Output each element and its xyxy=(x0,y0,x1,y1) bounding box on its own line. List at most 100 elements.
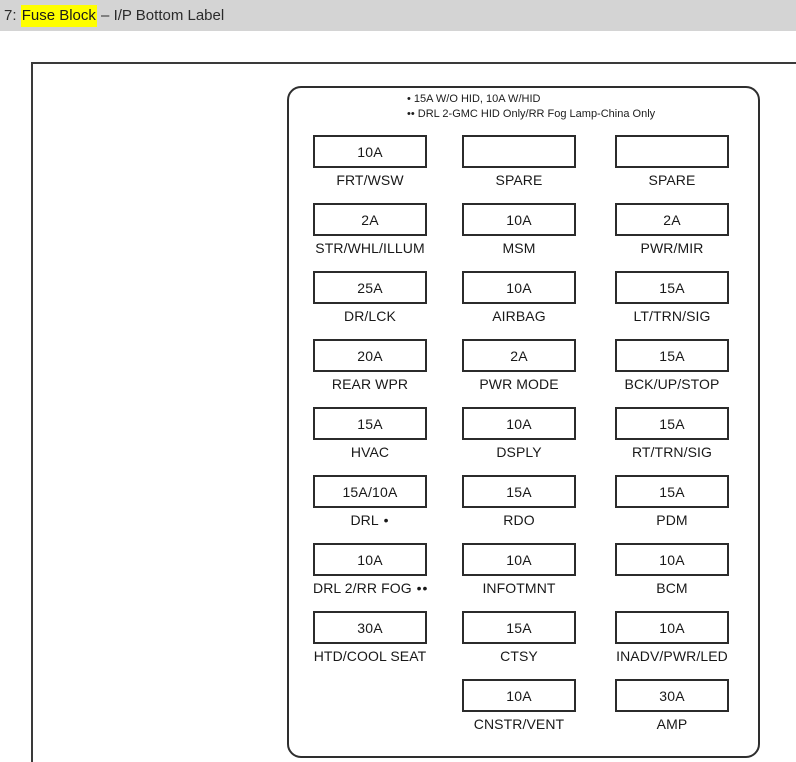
fuse-cell: 10A INADV/PWR/LED xyxy=(615,611,729,664)
fuse-circuit-name: CNSTR/VENT xyxy=(473,716,565,732)
fuse-rating-box[interactable]: 15A xyxy=(615,271,729,304)
fuse-circuit-label: PDM xyxy=(615,512,729,528)
fuse-circuit-name: SPARE xyxy=(648,172,696,188)
fuse-rating-box[interactable]: 10A xyxy=(462,543,576,576)
title-highlighted-term: Fuse Block xyxy=(20,5,97,27)
fuse-rating-box[interactable]: 10A xyxy=(462,679,576,712)
fuse-rating-box[interactable]: 15A xyxy=(615,407,729,440)
fuse-cell: 10A DSPLY xyxy=(462,407,576,460)
fuse-cell: 2A PWR/MIR xyxy=(615,203,729,256)
fuse-circuit-name: DSPLY xyxy=(496,444,542,460)
fuse-rating-box[interactable]: 25A xyxy=(313,271,427,304)
fuse-circuit-name: RDO xyxy=(503,512,535,528)
page-title: 7: Fuse Block – I/P Bottom Label xyxy=(4,5,224,27)
fuse-cell: 30A AMP xyxy=(615,679,729,732)
fuse-circuit-name: RT/TRN/SIG xyxy=(631,444,713,460)
fuse-rating-box[interactable]: 10A xyxy=(313,543,427,576)
fuse-circuit-label: SPARE xyxy=(462,172,576,188)
fuse-rating-box[interactable]: 2A xyxy=(615,203,729,236)
header-bar: 7: Fuse Block – I/P Bottom Label xyxy=(0,0,796,31)
fuse-cell: SPARE xyxy=(462,135,576,188)
fuse-rating-box[interactable]: 2A xyxy=(462,339,576,372)
fuse-circuit-name: DRL xyxy=(350,512,379,528)
fuse-cell: 15A PDM xyxy=(615,475,729,528)
title-prefix: 7: xyxy=(4,7,21,24)
fuse-circuit-label: RT/TRN/SIG xyxy=(615,444,729,460)
fuse-circuit-name: SPARE xyxy=(495,172,543,188)
fuse-circuit-name: FRT/WSW xyxy=(336,172,404,188)
fuse-rating-box[interactable]: 20A xyxy=(313,339,427,372)
fuse-footnote-marker: •• xyxy=(411,580,429,596)
fuse-cell: 30A HTD/COOL SEAT xyxy=(313,611,427,664)
fuse-circuit-name: HVAC xyxy=(350,444,390,460)
fuse-circuit-label: HTD/COOL SEAT xyxy=(313,648,427,664)
fuse-circuit-name: INFOTMNT xyxy=(482,580,556,596)
fuse-cell: 2A PWR MODE xyxy=(462,339,576,392)
fuse-rating-box[interactable]: 10A xyxy=(313,135,427,168)
fuse-circuit-label: MSM xyxy=(462,240,576,256)
fuse-rating-box[interactable]: 30A xyxy=(615,679,729,712)
fuse-circuit-name: MSM xyxy=(502,240,536,256)
fuse-circuit-label: BCK/UP/STOP xyxy=(615,376,729,392)
legend-footnotes: • 15A W/O HID, 10A W/HID •• DRL 2-GMC HI… xyxy=(407,92,655,122)
fuse-cell: 10A BCM xyxy=(615,543,729,596)
fuse-circuit-name: REAR WPR xyxy=(331,376,409,392)
fuse-circuit-name: CTSY xyxy=(500,648,538,664)
legend-line-1: • 15A W/O HID, 10A W/HID xyxy=(407,93,541,105)
fuse-cell: 15A BCK/UP/STOP xyxy=(615,339,729,392)
fuse-rating-box[interactable]: 2A xyxy=(313,203,427,236)
fuse-rating-box[interactable] xyxy=(615,135,729,168)
fuse-circuit-label: STR/WHL/ILLUM xyxy=(313,240,427,256)
fuse-circuit-name: PDM xyxy=(656,512,688,528)
fuse-circuit-name: AIRBAG xyxy=(492,308,546,324)
fuse-cell: 15A RT/TRN/SIG xyxy=(615,407,729,460)
fuse-circuit-label: CNSTR/VENT xyxy=(462,716,576,732)
fuse-circuit-label: AIRBAG xyxy=(462,308,576,324)
fuse-cell: 15A RDO xyxy=(462,475,576,528)
fuse-circuit-name: BCK/UP/STOP xyxy=(624,376,720,392)
fuse-block-panel: • 15A W/O HID, 10A W/HID •• DRL 2-GMC HI… xyxy=(287,86,760,758)
fuse-rating-box[interactable] xyxy=(462,135,576,168)
fuse-rating-box[interactable]: 15A xyxy=(462,475,576,508)
fuse-rating-box[interactable]: 15A xyxy=(313,407,427,440)
fuse-rating-box[interactable]: 15A xyxy=(615,339,729,372)
fuse-cell: 10A CNSTR/VENT xyxy=(462,679,576,732)
fuse-rating-box[interactable]: 10A xyxy=(462,271,576,304)
fuse-cell: 25A DR/LCK xyxy=(313,271,427,324)
fuse-rating-box[interactable]: 10A xyxy=(615,543,729,576)
fuse-circuit-name: PWR MODE xyxy=(479,376,559,392)
fuse-circuit-label: FRT/WSW xyxy=(313,172,427,188)
fuse-rating-box[interactable]: 15A xyxy=(462,611,576,644)
fuse-circuit-label: INADV/PWR/LED xyxy=(615,648,729,664)
fuse-rating-box[interactable]: 10A xyxy=(462,407,576,440)
fuse-rating-box[interactable]: 10A xyxy=(615,611,729,644)
fuse-rating-box[interactable]: 15A xyxy=(615,475,729,508)
fuse-circuit-label: AMP xyxy=(615,716,729,732)
fuse-circuit-name: BCM xyxy=(656,580,688,596)
fuse-circuit-name: INADV/PWR/LED xyxy=(616,648,728,664)
fuse-cell: 15A LT/TRN/SIG xyxy=(615,271,729,324)
fuse-rating-box[interactable]: 15A/10A xyxy=(313,475,427,508)
fuse-circuit-label: PWR MODE xyxy=(462,376,576,392)
fuse-circuit-label: LT/TRN/SIG xyxy=(615,308,729,324)
fuse-circuit-label: DRL 2/RR FOG •• xyxy=(313,580,427,596)
fuse-circuit-name: HTD/COOL SEAT xyxy=(313,648,427,664)
fuse-circuit-name: STR/WHL/ILLUM xyxy=(315,240,425,256)
fuse-cell: 10A FRT/WSW xyxy=(313,135,427,188)
fuse-circuit-name: LT/TRN/SIG xyxy=(633,308,711,324)
fuse-circuit-name: PWR/MIR xyxy=(640,240,704,256)
fuse-cell: 10A DRL 2/RR FOG •• xyxy=(313,543,427,596)
fuse-circuit-label: DR/LCK xyxy=(313,308,427,324)
fuse-cell: 15A HVAC xyxy=(313,407,427,460)
fuse-circuit-label: REAR WPR xyxy=(313,376,427,392)
fuse-cell: 10A INFOTMNT xyxy=(462,543,576,596)
fuse-circuit-label: DSPLY xyxy=(462,444,576,460)
fuse-rating-box[interactable]: 10A xyxy=(462,203,576,236)
fuse-circuit-name: DRL 2/RR FOG xyxy=(313,580,412,596)
fuse-grid: 10A FRT/WSW SPARE SPARE 2A STR/WHL/ILLUM 10A MS… xyxy=(289,88,762,760)
fuse-rating-box[interactable]: 30A xyxy=(313,611,427,644)
fuse-circuit-label: PWR/MIR xyxy=(615,240,729,256)
fuse-cell: 10A MSM xyxy=(462,203,576,256)
diagram-outer-frame: • 15A W/O HID, 10A W/HID •• DRL 2-GMC HI… xyxy=(31,62,796,762)
